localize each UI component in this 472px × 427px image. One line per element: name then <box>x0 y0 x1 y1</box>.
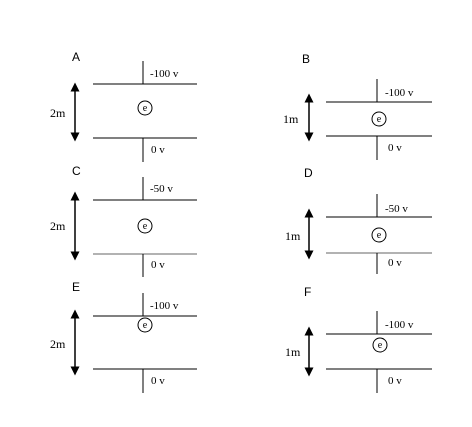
electron-icon <box>137 218 153 234</box>
electron-label: e <box>377 230 382 241</box>
electron-icon <box>372 337 388 353</box>
distance-label: 1m <box>285 229 301 243</box>
bottom-voltage-label: 0 v <box>388 257 402 269</box>
bottom-voltage-label: 0 v <box>151 144 165 156</box>
bottom-voltage-label: 0 v <box>151 375 165 387</box>
top-voltage-label: -100 v <box>150 68 179 80</box>
panel-f: F -100 v 0 v 1m e <box>285 285 432 393</box>
electron-label: e <box>377 114 382 125</box>
distance-label: 2m <box>50 106 66 120</box>
panel-label: D <box>304 166 313 180</box>
distance-label: 2m <box>50 337 66 351</box>
top-voltage-label: -100 v <box>385 319 414 331</box>
electron-icon <box>371 111 387 127</box>
panel-label: C <box>72 164 81 178</box>
distance-label: 1m <box>283 112 299 126</box>
panel-label: A <box>72 50 80 64</box>
distance-label: 1m <box>285 345 301 359</box>
electron-label: e <box>378 340 383 351</box>
panel-a: A -100 v 0 v 2m e <box>50 50 197 162</box>
bottom-voltage-label: 0 v <box>151 259 165 271</box>
panel-label: E <box>72 280 80 294</box>
electron-label: e <box>143 221 148 232</box>
bottom-voltage-label: 0 v <box>388 375 402 387</box>
electron-icon <box>137 100 153 116</box>
panel-label: B <box>302 52 310 66</box>
top-voltage-label: -100 v <box>150 300 179 312</box>
electron-icon <box>137 317 153 333</box>
top-voltage-label: -50 v <box>150 183 173 195</box>
distance-label: 2m <box>50 219 66 233</box>
top-voltage-label: -100 v <box>385 87 414 99</box>
electron-icon <box>371 227 387 243</box>
electron-label: e <box>143 103 148 114</box>
panel-e: E -100 v 0 v 2m e <box>50 280 197 393</box>
panel-label: F <box>304 285 311 299</box>
panel-b: B -100 v 0 v 1m e <box>283 52 432 160</box>
electron-label: e <box>143 320 148 331</box>
bottom-voltage-label: 0 v <box>388 142 402 154</box>
panel-c: C -50 v 0 v 2m e <box>50 164 197 277</box>
panel-d: D -50 v 0 v 1m e <box>285 166 432 274</box>
top-voltage-label: -50 v <box>385 203 408 215</box>
